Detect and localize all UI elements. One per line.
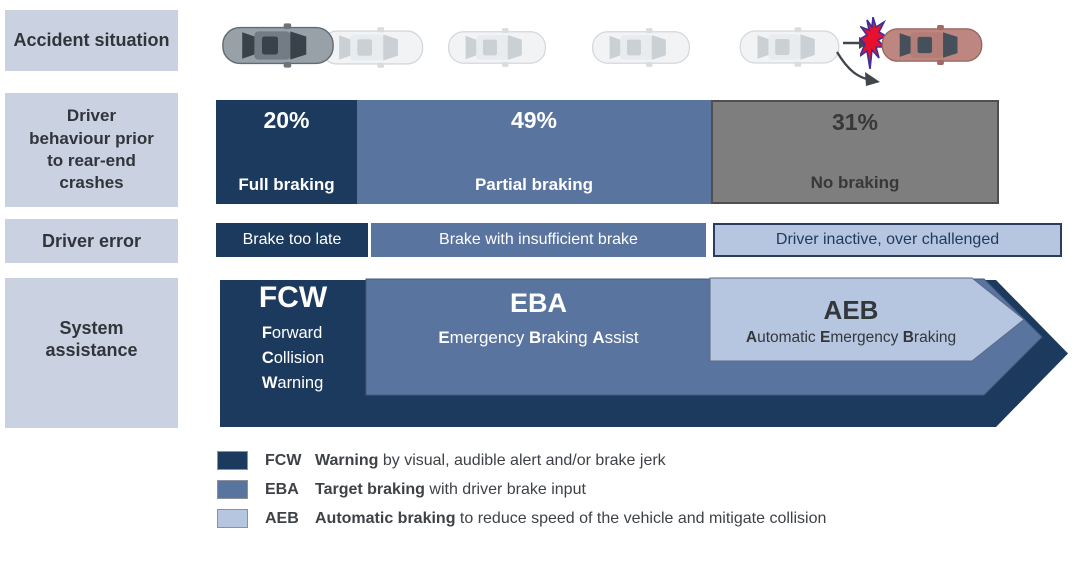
system-assistance-arrows — [220, 277, 1068, 427]
inattentive-car-icon — [739, 25, 840, 69]
aeb-expansion: Automatic Emergency Braking — [745, 329, 957, 346]
aeb-color-swatch — [217, 509, 248, 528]
car-icon — [447, 26, 547, 69]
legend-rest: with driver brake input — [424, 480, 586, 498]
legend-rest: by visual, audible alert and/or brake je… — [378, 451, 666, 469]
behaviour-segment-partial-braking: 49% Partial braking — [357, 100, 711, 204]
struck-car-icon — [881, 21, 983, 69]
legend-abbr: AEB — [265, 509, 299, 527]
row-label-text: Accident situation — [13, 30, 170, 51]
eba-expansion: Emergency Braking Assist — [438, 328, 639, 347]
row-label-driver-error: Driver error — [5, 219, 178, 263]
fcw-color-swatch — [217, 451, 248, 470]
braking-car-icon — [221, 21, 335, 70]
segment-label: No braking — [810, 173, 900, 192]
row-label-accident-situation: Accident situation — [5, 10, 178, 71]
segment-label: Brake with insufficient brake — [439, 231, 638, 248]
eba-color-swatch — [217, 480, 248, 499]
lead-car-icon — [320, 25, 424, 70]
segment-percent: 20% — [263, 107, 310, 133]
segment-percent: 31% — [831, 109, 879, 135]
segment-label: Partial braking — [474, 175, 594, 194]
segment-label: Driver inactive, over challenged — [775, 231, 1000, 248]
driver-error-bar: Brake too late Brake with insufficient b… — [216, 223, 1062, 257]
segment-percent: 49% — [510, 107, 558, 133]
legend-strong: Automatic braking — [315, 509, 456, 527]
segment-label: Brake too late — [242, 231, 342, 248]
row-label-text: Driver error — [41, 230, 142, 251]
eba-label-block: EBA Emergency Braking Assist — [366, 288, 711, 348]
aeb-label-block: AEB Automatic Emergency Braking — [712, 295, 990, 347]
legend-abbr: EBA — [265, 480, 299, 498]
legend-row-eba: EBA Target braking with driver brake inpu… — [217, 480, 826, 499]
car-icon — [591, 26, 691, 69]
error-segment-brake-too-late: Brake too late — [216, 223, 368, 257]
collision-burst-icon — [860, 17, 886, 69]
legend: FCW Warning by visual, audible alert and/… — [217, 451, 826, 538]
legend-row-aeb: AEB Automatic braking to reduce speed of … — [217, 509, 826, 528]
aeb-abbreviation: AEB — [823, 295, 879, 325]
aeb-arrow-shape — [709, 277, 1025, 362]
eba-abbreviation: EBA — [509, 288, 567, 318]
behaviour-segment-no-braking: 31% No braking — [711, 100, 999, 204]
behaviour-bar: 20% Full braking 49% Partial braking 31%… — [216, 100, 999, 204]
error-segment-insufficient-brake: Brake with insufficient brake — [371, 223, 706, 257]
swerve-arrow-icon — [836, 51, 880, 86]
error-segment-driver-inactive: Driver inactive, over challenged — [713, 223, 1062, 257]
legend-rest: to reduce speed of the vehicle and mitig… — [455, 509, 827, 527]
legend-abbr: FCW — [265, 451, 302, 469]
segment-label: Full braking — [238, 175, 335, 194]
fcw-abbreviation: FCW — [258, 281, 328, 314]
legend-strong: Target braking — [315, 480, 425, 498]
legend-strong: Warning — [315, 451, 379, 469]
behaviour-segment-full-braking: 20% Full braking — [216, 100, 357, 204]
legend-row-fcw: FCW Warning by visual, audible alert and/… — [217, 451, 826, 470]
